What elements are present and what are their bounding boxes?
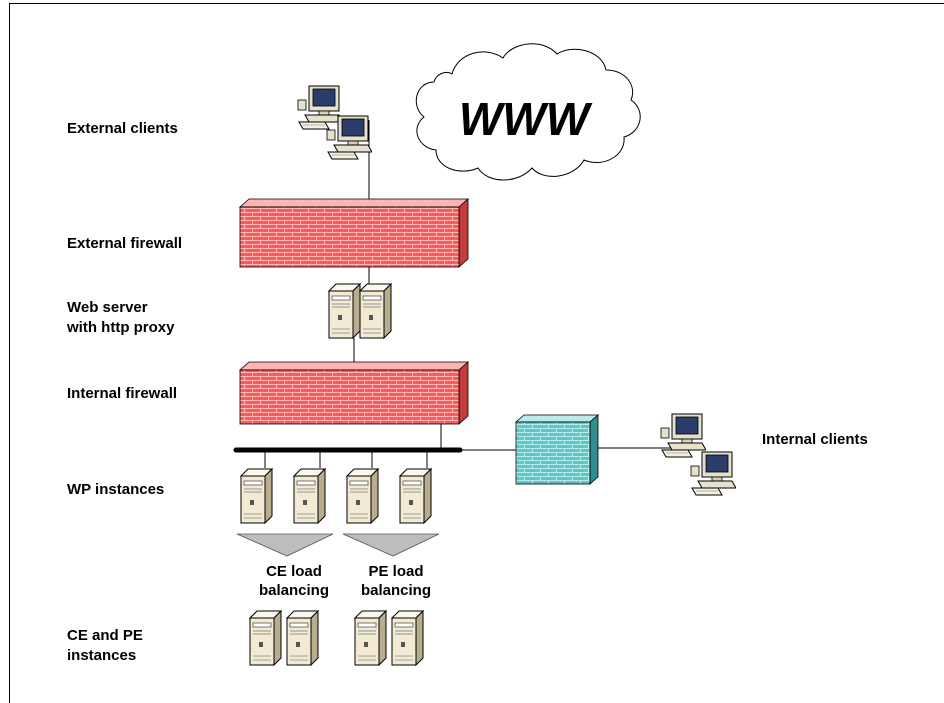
server-icon <box>359 283 392 339</box>
label-ce-pe-line1: CE and PE <box>67 627 143 644</box>
server-icon <box>286 610 319 666</box>
label-web-server-line1: Web server <box>67 299 148 316</box>
computer-icon <box>660 413 706 458</box>
computer-icon <box>690 451 736 496</box>
label-ce-load-line2: balancing <box>258 582 329 599</box>
cloud-label: WWW <box>459 93 593 145</box>
label-external-firewall: External firewall <box>67 235 183 252</box>
server-icon <box>391 610 424 666</box>
label-external-clients: External clients <box>67 120 178 137</box>
label-web-server-line2: with http proxy <box>67 319 175 336</box>
label-ce-pe-line2: instances <box>67 647 137 664</box>
label-wp-instances: WP instances <box>67 481 165 498</box>
label-internal-clients: Internal clients <box>762 431 868 448</box>
server-icon <box>354 610 387 666</box>
computer-icon <box>297 85 343 130</box>
server-icon <box>328 283 361 339</box>
server-icon <box>346 468 379 524</box>
label-pe-load-line1: PE load <box>368 563 424 580</box>
server-icon <box>293 468 326 524</box>
load-balancer-arrow-icon <box>342 533 440 557</box>
label-pe-load-line2: balancing <box>360 582 431 599</box>
server-icon <box>399 468 432 524</box>
cloud-icon: WWW <box>415 43 641 181</box>
label-ce-load-line1: CE load <box>266 563 322 580</box>
server-icon <box>249 610 282 666</box>
firewall-icon <box>514 414 600 485</box>
load-balancer-arrow-icon <box>236 533 334 557</box>
server-icon <box>240 468 273 524</box>
firewall-icon <box>238 198 470 268</box>
firewall-icon <box>238 361 470 425</box>
label-internal-firewall: Internal firewall <box>67 385 178 402</box>
